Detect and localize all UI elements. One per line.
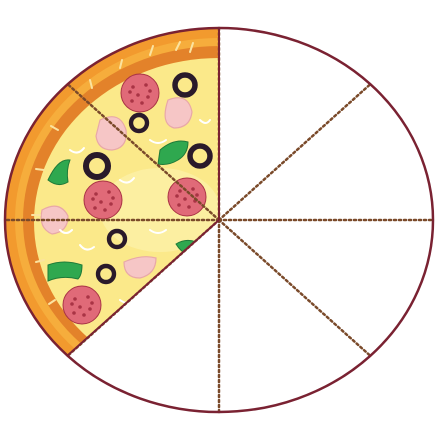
pepperoni-dot [148, 89, 152, 93]
olive-ring-icon [82, 151, 112, 181]
crust-streak [149, 45, 154, 56]
pepperoni-dot [78, 305, 82, 309]
pepperoni-base [120, 73, 160, 113]
pepperoni-base [83, 180, 123, 220]
pepperoni-dot [187, 205, 191, 209]
cheese-strand [59, 229, 73, 234]
pepperoni-dot [107, 190, 111, 194]
pepperoni-dot [88, 307, 92, 311]
cheese-strand [199, 119, 211, 124]
pepperoni-dot [93, 206, 97, 210]
toppings [31, 41, 213, 325]
pepperoni-dot [82, 313, 86, 317]
crust-streak [189, 42, 194, 53]
pepperoni-dot [72, 311, 76, 315]
pepperoni-dot [178, 189, 182, 193]
shrimp-icon [164, 97, 193, 129]
pepperoni-base [62, 285, 102, 325]
circle-outline [3, 26, 435, 414]
shaded-edge-diagonal [66, 219, 220, 357]
pepperoni-dot [130, 99, 134, 103]
green-pepper-icon [157, 140, 189, 165]
cheese-strand [119, 177, 135, 184]
pepperoni-dot [109, 202, 113, 206]
pepperoni-dot [94, 192, 98, 196]
pepperoni-icon [83, 180, 123, 220]
green-pepper-icon [47, 261, 83, 282]
crust-streak [119, 59, 123, 69]
olive-ring-icon [95, 263, 117, 285]
pepperoni-dot [86, 295, 90, 299]
pepperoni-dot [175, 194, 179, 198]
crust-streak [35, 168, 45, 171]
pepperoni-dot [136, 93, 140, 97]
pepperoni-icon [120, 73, 160, 113]
pepperoni-icon [62, 285, 102, 325]
pepperoni-dot [131, 85, 135, 89]
pepperoni-dot [103, 208, 107, 212]
crust-streak [175, 41, 181, 51]
pepperoni-dot [90, 301, 94, 305]
cheese-strand [149, 139, 167, 144]
cheese-strand [149, 229, 167, 234]
crust-streak [35, 259, 45, 263]
green-pepper-icon [47, 159, 71, 186]
olive-ring-icon [172, 72, 198, 98]
crust-streak [50, 125, 59, 131]
pepperoni-base [167, 177, 207, 217]
pepperoni-dot [191, 187, 195, 191]
olive-ring-icon [106, 228, 128, 250]
pepperoni-dot [73, 297, 77, 301]
pepperoni-dot [195, 193, 199, 197]
crust-streak [48, 299, 56, 305]
cheese-strand [69, 147, 85, 154]
pepperoni-dot [128, 90, 132, 94]
pepperoni-dot [177, 203, 181, 207]
crust-streak [89, 79, 93, 89]
pepperoni-dot [91, 197, 95, 201]
slice-divider [217, 82, 372, 222]
slice-divider [66, 82, 221, 222]
pepperoni-dot [146, 95, 150, 99]
pepperoni-dot [70, 302, 74, 306]
pepperoni-dot [99, 200, 103, 204]
olive-ring-icon [187, 143, 213, 169]
slice-divider [217, 218, 372, 358]
pepperoni-dot [111, 196, 115, 200]
shrimp-icon [95, 116, 127, 151]
pepperoni-dot [140, 101, 144, 105]
pepperoni-dot [183, 197, 187, 201]
olive-ring-icon [128, 112, 150, 134]
pepperoni-dot [144, 83, 148, 87]
pepperoni-icon [167, 177, 207, 217]
cheese-strand [79, 244, 95, 251]
shrimp-icon [123, 256, 157, 279]
